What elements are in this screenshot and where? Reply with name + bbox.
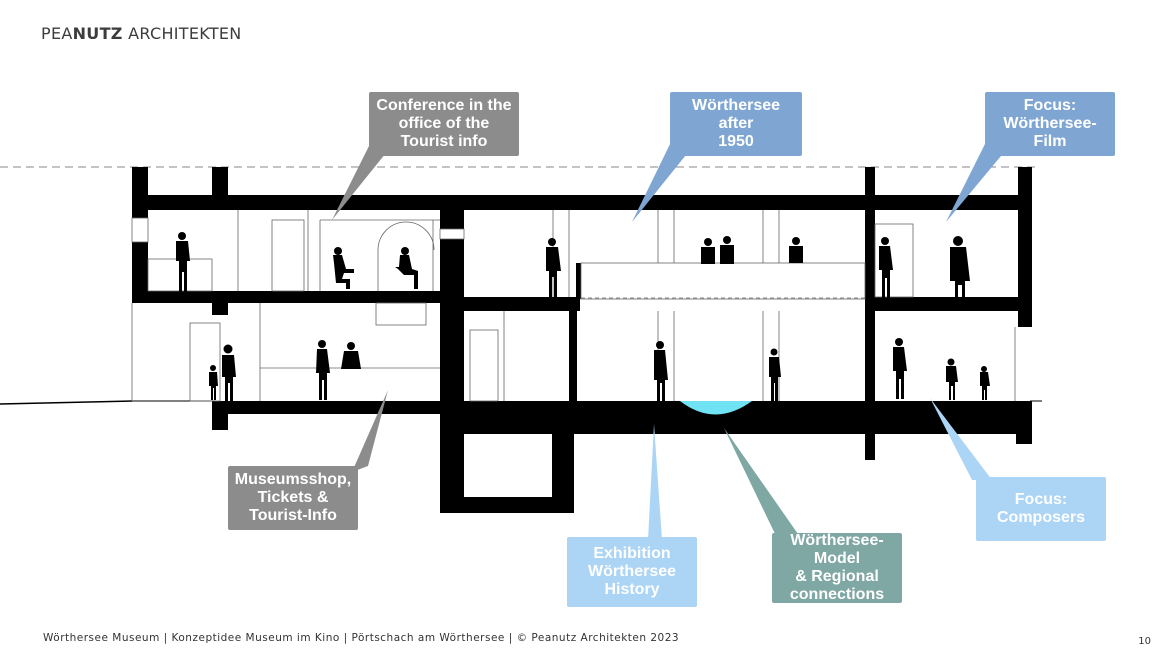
page-number: 10 — [1138, 636, 1151, 647]
callout-wörthersee-after-1950: Wörthersee after 1950 — [670, 92, 802, 156]
structure — [132, 167, 1032, 513]
lake-model-water — [680, 401, 752, 415]
callout-conference: Conference in the office of the Tourist … — [369, 92, 519, 156]
people-silhouettes — [176, 232, 990, 401]
callout-pointers — [332, 138, 1006, 540]
logo-part-rest: ARCHITEKTEN — [122, 24, 242, 43]
callout-focus-film: Focus: Wörthersee-Film — [985, 92, 1115, 156]
ground-line — [0, 400, 133, 405]
logo-part-bold: NUTZ — [72, 24, 123, 43]
callout-wörthersee-model: Wörthersee-Model & Regional connections — [772, 532, 902, 603]
callout-exhibition-history: Exhibition Wörthersee History — [567, 537, 697, 607]
company-logo: PEANUTZ ARCHITEKTEN — [41, 24, 242, 43]
logo-part-light: PEA — [41, 24, 73, 43]
interior-lines — [131, 210, 1016, 402]
callout-focus-composers: Focus: Composers — [976, 477, 1106, 541]
callout-museumsshop: Museumsshop, Tickets & Tourist-Info — [228, 466, 358, 530]
footer-text: Wörthersee Museum | Konzeptidee Museum i… — [43, 632, 680, 644]
